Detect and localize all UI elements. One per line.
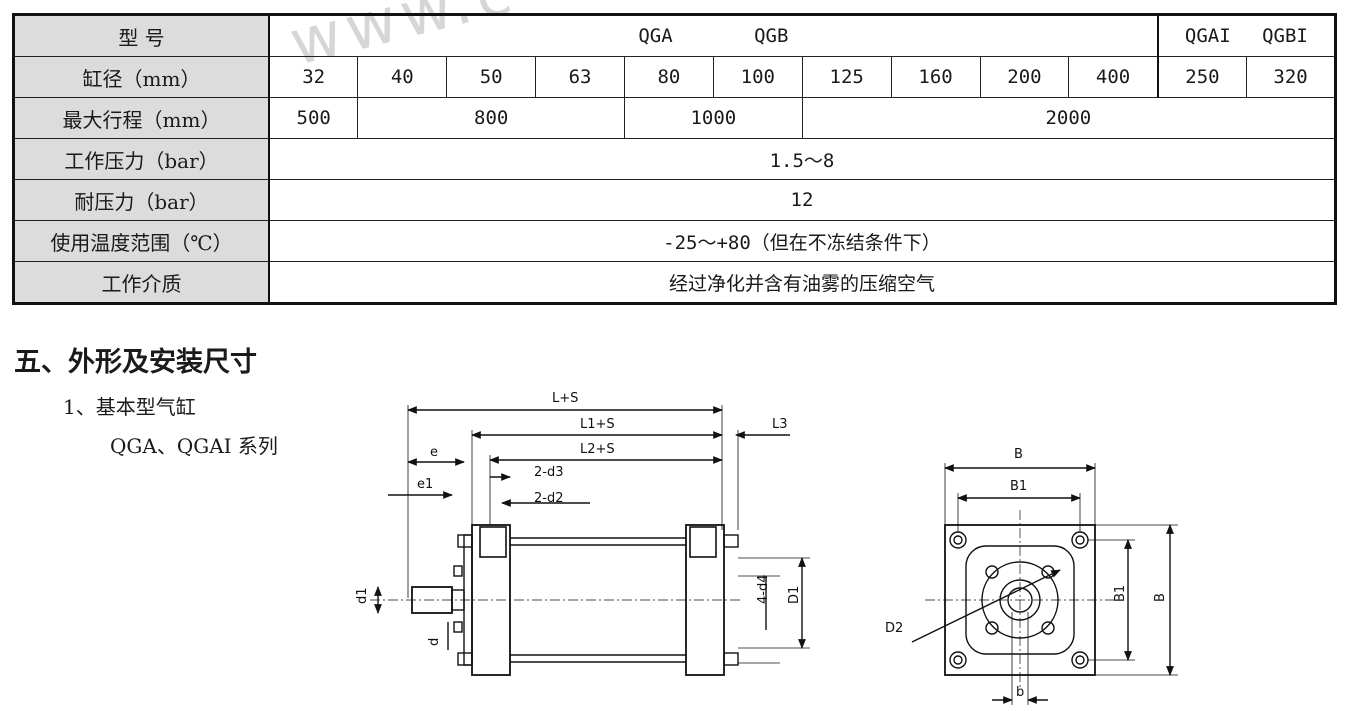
table-row-medium: 工作介质 经过净化并含有油雾的压缩空气 [13,261,1336,304]
end-view [911,463,1178,705]
dim-label-e: e [430,445,438,460]
dim-label-4-d4: 4-d4 [756,575,771,605]
table-row-stroke: 最大行程（mm） 500 800 1000 2000 [13,97,1337,139]
dim-label-2-d2: 2-d2 [534,491,564,506]
dim-label-d: d [427,638,442,646]
table-row-bore: 缸径（mm） 32 40 50 63 80 100 125 160 200 40… [13,56,1336,98]
stroke-value: 800 [357,97,625,139]
stroke-value: 500 [268,97,359,139]
dim-label-l-s: L+S [552,391,578,406]
bore-value: 160 [890,56,981,98]
dim-label-d2: D2 [885,621,903,636]
bore-value: 400 [1068,56,1159,98]
dim-label-l1-s: L1+S [580,417,615,432]
dim-label-e1: e1 [417,477,433,492]
side-view [370,405,810,676]
dim-label-l3: L3 [772,417,788,432]
bore-value: 200 [979,56,1070,98]
dim-label-b-top: B [1014,447,1023,462]
table-row-temperature: 使用温度范围（℃） -25～+80（但在不冻结条件下） [13,220,1336,262]
bore-value: 80 [624,56,714,98]
stroke-value: 2000 [801,97,1337,139]
dim-label-b1-side: B1 [1113,585,1128,602]
cylinder-dimension-drawing: L+S L1+S L3 L2+S e 2-d3 e1 2-d2 d1 d 4-d… [355,391,1178,705]
series-title: QGA、QGAI 系列 [110,434,278,458]
model-qga-qgb: QGA QGB [268,14,1159,57]
temperature-value: -25～+80（但在不冻结条件下） [268,220,1336,262]
dim-label-l2-s: L2+S [580,442,615,457]
label-temperature: 使用温度范围（℃） [13,220,270,262]
dim-label-d1-diameter: D1 [787,586,802,604]
section-title: 五、外形及安装尺寸 [14,347,257,378]
bore-value: 250 [1156,56,1248,98]
label-pressure: 工作压力（bar） [13,138,270,180]
spec-table: 型 号 QGA QGB QGAI QGBI 缸径（mm） 32 40 50 63… [12,13,1337,305]
bore-value: 32 [268,56,359,98]
proof-pressure-value: 12 [268,179,1336,221]
bore-value: 320 [1246,56,1336,98]
bore-value: 125 [801,56,892,98]
label-proof-pressure: 耐压力（bar） [13,179,270,221]
dim-label-2-d3: 2-d3 [534,465,564,480]
bore-value: 63 [535,56,625,98]
bore-value: 50 [446,56,537,98]
table-row-pressure: 工作压力（bar） 1.5～8 [13,138,1336,180]
table-row-model: 型 号 QGA QGB QGAI QGBI [13,14,1336,57]
dim-label-b-side: B [1153,593,1168,602]
dim-label-d1: d1 [355,587,370,604]
dim-label-b1-top: B1 [1010,479,1027,494]
pressure-value: 1.5～8 [268,138,1336,180]
label-model: 型 号 [13,14,270,57]
model-qgai-qgbi: QGAI QGBI [1156,14,1336,57]
item-title: 1、基本型气缸 [63,395,196,419]
bore-value: 40 [357,56,448,98]
label-stroke: 最大行程（mm） [13,97,270,139]
label-bore: 缸径（mm） [13,56,270,98]
dim-label-b-small: b [1016,685,1024,700]
label-medium: 工作介质 [13,261,270,304]
medium-value: 经过净化并含有油雾的压缩空气 [268,261,1336,304]
bore-value: 100 [712,56,803,98]
stroke-value: 1000 [624,97,803,139]
table-row-proof-pressure: 耐压力（bar） 12 [13,179,1336,221]
